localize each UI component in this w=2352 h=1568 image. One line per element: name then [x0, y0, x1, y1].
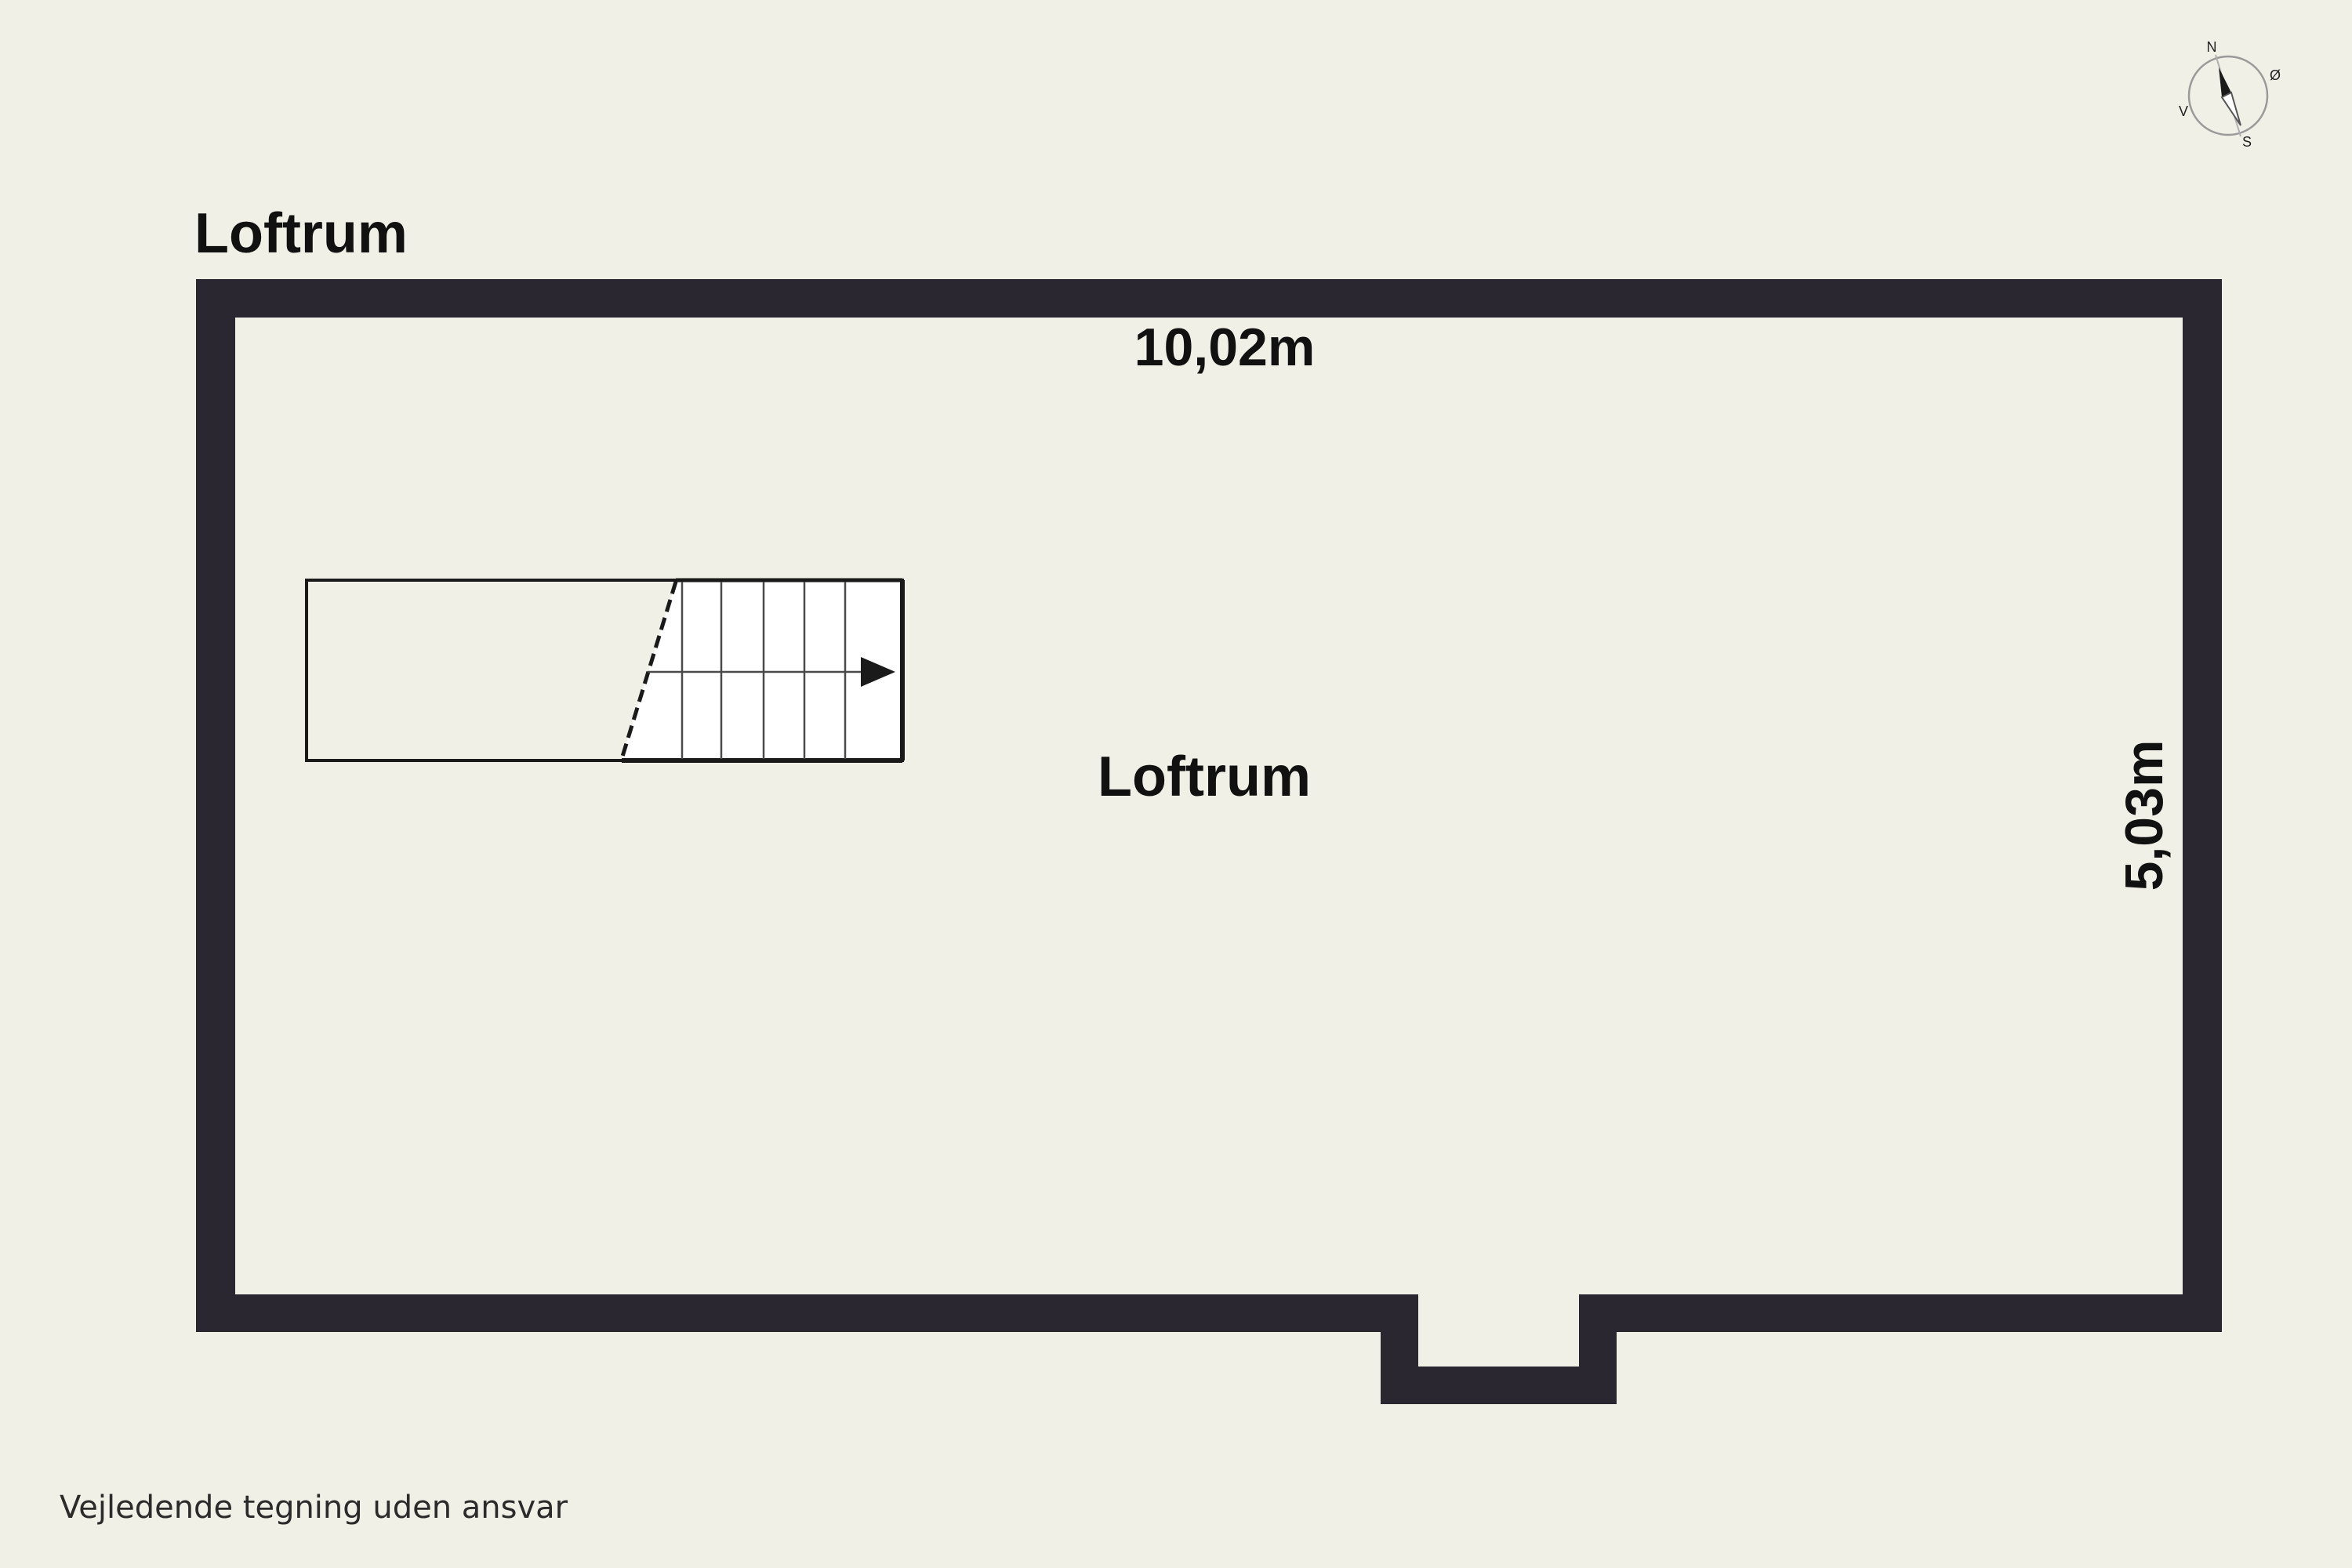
stair-cut-line	[619, 581, 678, 760]
compass-north-label: N	[2207, 39, 2217, 55]
width-dimension: 10,02m	[1134, 318, 1316, 377]
compass-needle-south	[2220, 91, 2241, 126]
compass-east-label: Ø	[2270, 67, 2281, 83]
staircase	[305, 578, 905, 763]
stair-steps	[622, 582, 902, 759]
compass-icon: N Ø S V	[2179, 39, 2281, 150]
room-label: Loftrum	[1098, 746, 1311, 808]
disclaimer-text: Vejledende tegning uden ansvar	[60, 1490, 568, 1526]
outer-wall	[196, 279, 2222, 1404]
floor-title: Loftrum	[194, 202, 408, 265]
compass-south-label: S	[2242, 134, 2252, 150]
compass-needle-north	[2219, 67, 2231, 97]
compass-west-label: V	[2179, 103, 2188, 119]
stair-direction-arrow-icon	[861, 657, 895, 687]
depth-dimension: 5,03m	[2114, 740, 2174, 891]
